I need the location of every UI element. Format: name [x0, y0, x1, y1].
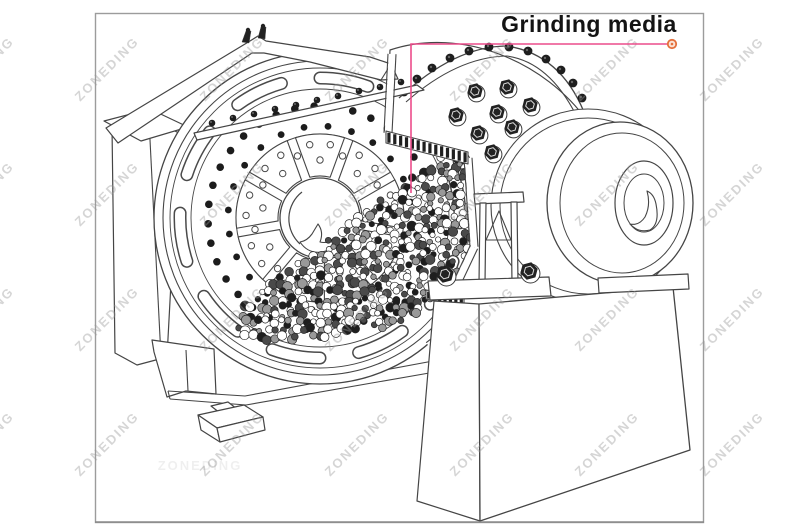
watermark-text: ZONEDING — [697, 34, 767, 104]
watermark-text: ZONEDING — [72, 34, 142, 104]
watermark-text: ZONEDING — [697, 284, 767, 354]
endpoint-marker-dot — [670, 42, 674, 46]
grinding-balls — [235, 153, 475, 345]
watermark-text: ZONEDING — [0, 159, 17, 229]
watermark-text: ZONEDING — [0, 409, 17, 479]
watermark-text: ZONEDING — [0, 284, 17, 354]
ball-mill-drawing — [95, 23, 704, 523]
watermark-text: ZONEDING — [0, 34, 17, 104]
support-foot-block — [197, 401, 266, 443]
machine — [95, 23, 704, 523]
watermark-text: ZONEDING — [322, 409, 392, 479]
flange-bar — [193, 78, 425, 141]
watermark-ghost: ZONEDING — [158, 458, 243, 473]
watermark-text: ZONEDING — [72, 409, 142, 479]
end-cap — [490, 108, 694, 304]
grinding-media-label: Grinding media — [501, 11, 677, 37]
pedestal — [416, 262, 691, 522]
watermark-text: ZONEDING — [697, 159, 767, 229]
bearing-support — [473, 191, 525, 285]
housing-roof — [105, 23, 399, 144]
watermark-text: ZONEDING — [697, 409, 767, 479]
annotation-layer: Grinding media — [410, 11, 678, 193]
drum-surface-bolts — [448, 79, 541, 170]
leader-line — [410, 43, 672, 193]
